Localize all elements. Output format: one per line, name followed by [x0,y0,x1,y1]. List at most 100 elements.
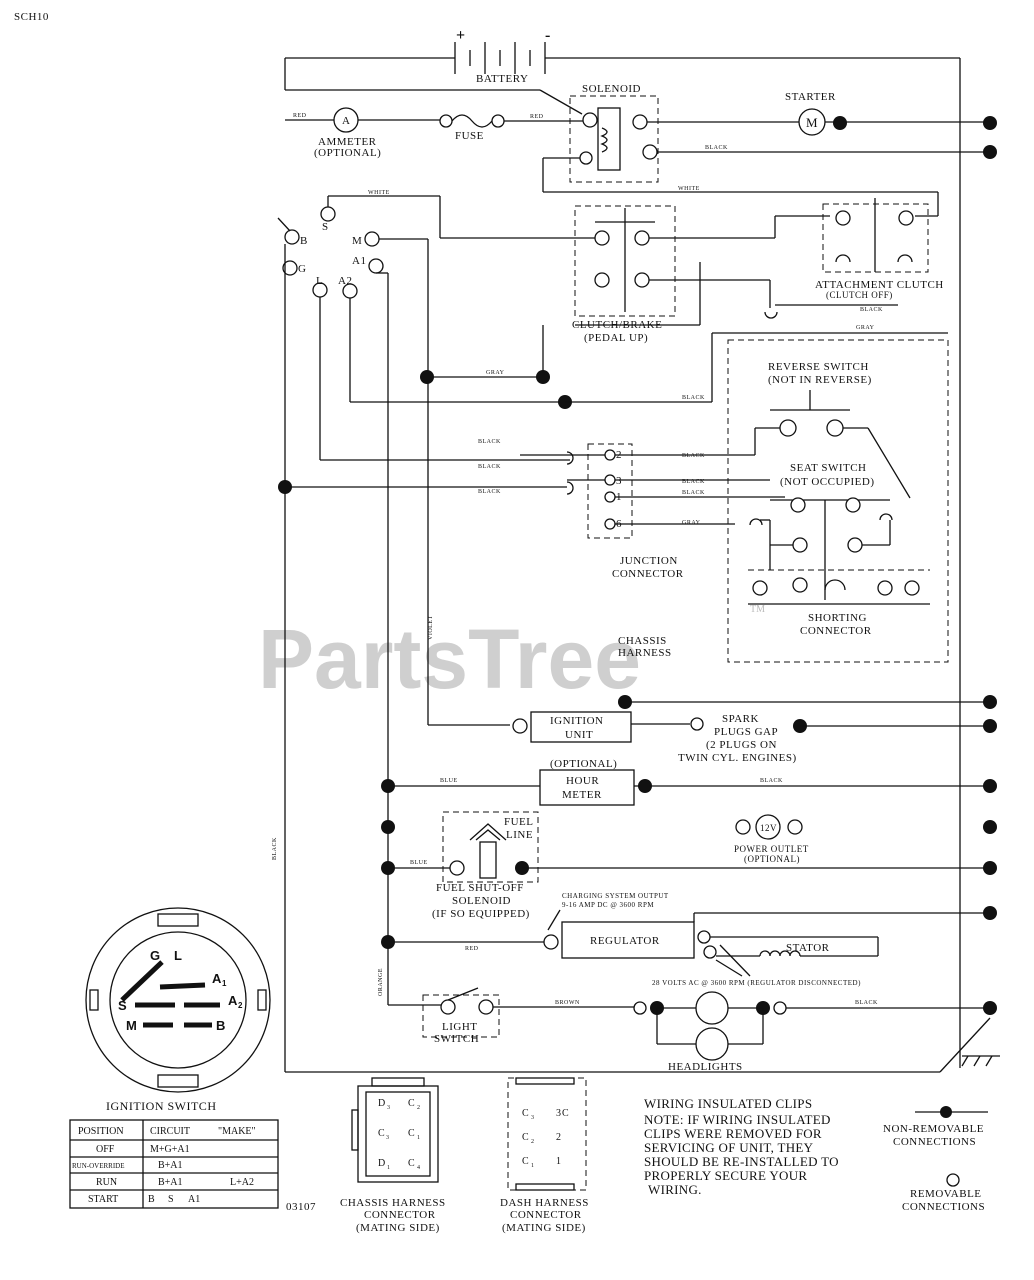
ignition-switch-face: G L A 1 S A 2 M B [85,907,271,1093]
ignition-switch-terminals: S B M A1 G L A2 [277,206,384,299]
note-line-6: WIRING. [648,1182,702,1197]
headlight-2 [695,1027,729,1061]
chassis-pin: 1 [387,1165,390,1171]
chassis-harness-connector: D 3 C 3 C 2 C 1 D 1 C 4 CHASSIS HARNESS … [340,1077,446,1234]
dash-connector-label-1: DASH HARNESS [500,1197,589,1209]
table-cell: A1 [188,1194,200,1205]
wire-black-j2: BLACK [478,464,501,470]
wire-gray-att: GRAY [856,325,875,331]
note-line-4: SHOULD BE RE-INSTALLED TO [644,1154,839,1169]
chassis-pin: D [378,1098,385,1109]
starter-label: STARTER [785,91,836,103]
wire-black-j1: BLACK [478,439,501,445]
wire-black-hm: BLACK [760,778,783,784]
reverse-switch-contact-b [826,419,844,437]
junction-label-1: JUNCTION [620,555,678,567]
headlight-1 [695,991,729,1025]
wire-red-2: RED [530,114,544,120]
table-header-make: "MAKE" [218,1126,256,1137]
spark-label-4: TWIN CYL. ENGINES) [678,752,797,764]
dash-pin: 3 [531,1115,534,1121]
wire-black-att: BLACK [860,307,883,313]
ammeter-a: A [342,115,350,127]
ignition-switch-title: IGNITION SWITCH [106,1099,216,1113]
reverse-switch-sub: (NOT IN REVERSE) [768,374,872,386]
watermark: PartsTree [258,612,641,706]
wire-red-1: RED [293,113,307,119]
face-a2-sub: 2 [238,1001,243,1010]
dash-pin: C [562,1108,569,1119]
legend: NON-REMOVABLE CONNECTIONS REMOVABLE CONN… [883,1106,988,1213]
chassis-pin: C [408,1098,415,1109]
ignition-unit [530,711,632,743]
note-line-1: NOTE: IF WIRING INSULATED [644,1112,831,1127]
wire-black-hl: BLACK [855,1000,878,1006]
battery-plus: + [456,27,465,44]
table-cell: L+A2 [230,1177,254,1188]
ref-number: 03107 [286,1201,316,1213]
term-a1: A1 [352,255,366,267]
table-cell: B+A1 [158,1177,183,1188]
note-line-3: SERVICING OF UNIT, THEY [644,1140,814,1155]
wire-black-sol: BLACK [705,145,728,151]
dash-pin: C [522,1108,529,1119]
junction-label-2: CONNECTOR [612,568,684,580]
power-outlet-label-1: POWER OUTLET [734,844,809,854]
solenoid-label: SOLENOID [582,83,641,95]
legend-removable-2: CONNECTIONS [902,1201,985,1213]
chassis-pin: 3 [387,1105,390,1111]
solenoid: SOLENOID [569,83,659,183]
note-line-5: PROPERLY SECURE YOUR [644,1168,807,1183]
chassis-harness-1: CHASSIS [618,635,667,647]
legend-removable-symbol [946,1173,960,1187]
face-a1-sub: 1 [222,979,227,988]
regulator [561,921,695,959]
note-line-2: CLIPS WERE REMOVED FOR [644,1126,822,1141]
wire-black-j6: BLACK [682,490,705,496]
seat-switch-label: SEAT SWITCH [790,462,867,474]
table-cell: B [148,1194,155,1205]
face-b: B [216,1018,225,1033]
wiring-note: WIRING INSULATED CLIPS NOTE: IF WIRING I… [644,1096,839,1197]
chassis-connector-label-2: CONNECTOR [364,1209,436,1221]
table-cell: START [88,1194,118,1205]
dash-pin: C [522,1132,529,1143]
fuel-line-1: FUEL [504,816,534,828]
dash-connector-label-3: (MATING SIDE) [502,1222,586,1234]
wire-black-j5: BLACK [682,479,705,485]
term-g: G [298,263,306,275]
face-l: L [174,948,182,963]
attachment-clutch-sub: (CLUTCH OFF) [826,290,893,300]
ignition-table: POSITION CIRCUIT "MAKE" OFF M+G+A1 RUN-O… [69,1119,279,1209]
wire-gray-j: GRAY [682,520,701,526]
attachment-clutch-label: ATTACHMENT CLUTCH [815,279,944,291]
table-header-position: POSITION [78,1126,124,1137]
charging-output-2: 9-16 AMP DC @ 3600 RPM [562,901,654,909]
ignition-unit-label-1: IGNITION [550,715,603,727]
hour-meter-optional: (OPTIONAL) [550,758,617,770]
volts-ac: 28 VOLTS AC @ 3600 RPM (REGULATOR DISCON… [652,979,861,987]
chassis-connector-label-1: CHASSIS HARNESS [340,1197,446,1209]
spark-label-2: PLUGS GAP [714,726,778,738]
fuel-solenoid-label-2: SOLENOID [452,895,511,907]
spark-label-3: (2 PLUGS ON [706,739,777,751]
table-cell: S [168,1194,174,1205]
light-switch-label-1: LIGHT [442,1021,478,1033]
clutch-brake-switch: CLUTCH/BRAKE (PEDAL UP) [572,205,676,344]
fuse-label: FUSE [455,130,484,142]
face-s: S [118,998,127,1013]
battery-label: BATTERY [476,73,528,85]
table-cell: RUN-OVERRIDE [72,1162,125,1170]
dash-pin: 1 [556,1156,561,1167]
reverse-switch-contact-a [779,419,797,437]
hour-meter [539,769,635,806]
ammeter-label: AMMETER [318,136,377,148]
light-switch-label-2: SWITCH [434,1033,479,1045]
chassis-connector-label-3: (MATING SIDE) [356,1222,440,1234]
doc-code: SCH10 [14,11,49,23]
wire-black-rail: BLACK [272,837,278,860]
headlights-label: HEADLIGHTS [668,1061,743,1073]
battery-minus: - [545,27,550,44]
face-a2: A [228,993,238,1008]
